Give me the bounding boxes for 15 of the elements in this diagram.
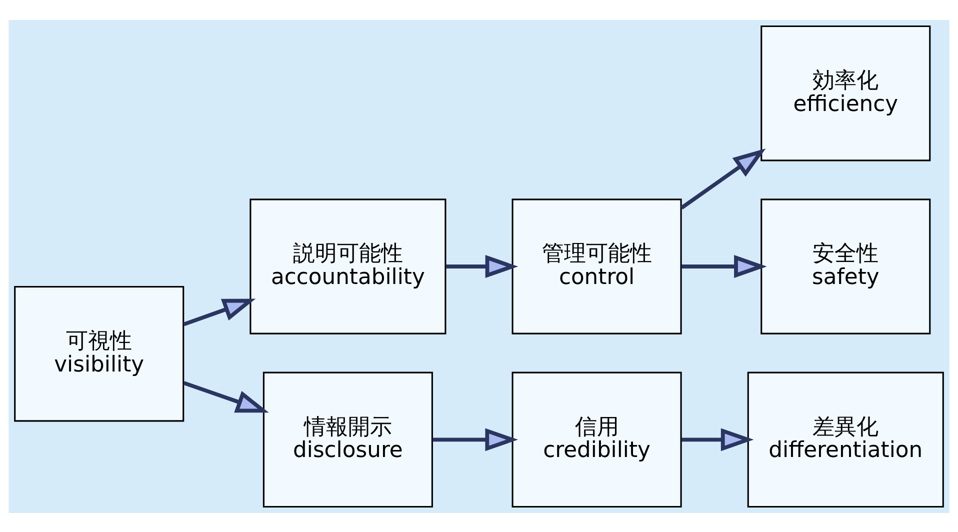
node-box: 情報開示 disclosure: [262, 371, 433, 508]
node-box: 説明可能性 accountability: [250, 198, 446, 334]
node-box: 差異化 differentiation: [747, 371, 944, 508]
arrow: [183, 380, 269, 412]
node-box: 効率化 efficiency: [760, 24, 931, 161]
arrow: [446, 254, 518, 278]
arrow: [432, 428, 518, 451]
arrow: [682, 254, 767, 278]
node-box: 信用 credibility: [512, 371, 682, 508]
node-box: 可視性 visibility: [14, 286, 184, 422]
node-box: 安全性 safety: [760, 198, 931, 334]
arrow: [680, 148, 766, 209]
arrow: [183, 298, 256, 326]
arrow: [682, 428, 754, 451]
node-box: 管理可能性 control: [512, 198, 682, 334]
